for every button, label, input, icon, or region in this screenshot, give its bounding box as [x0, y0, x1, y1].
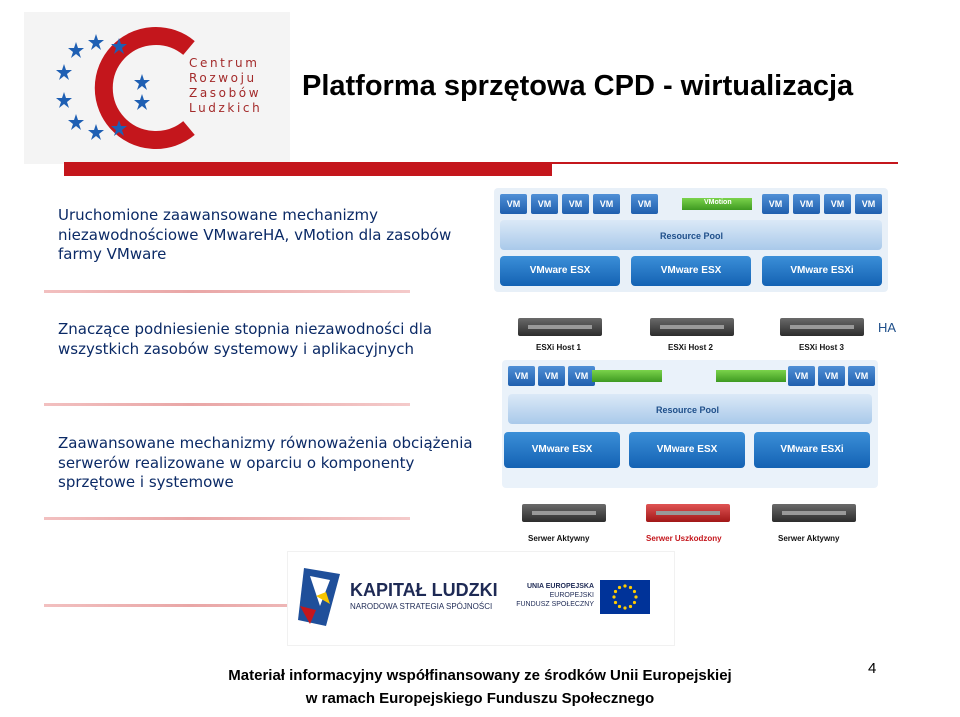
kapital-ludzki-logo-icon: [296, 566, 346, 628]
vm-icon: VM: [855, 194, 882, 214]
vm-icon: VM: [631, 194, 658, 214]
separator-1: [44, 290, 410, 293]
footer-line-1: Materiał informacyjny współfinansowany z…: [140, 664, 820, 687]
vm-icon: VM: [538, 366, 565, 386]
vmotion-label: VMotion: [704, 199, 732, 206]
separator-3: [44, 517, 410, 520]
vmotion-diagram: VM VM VM VM VM VMotion VM VM VM VM Resou…: [494, 188, 888, 292]
vm-icon: VM: [848, 366, 875, 386]
server-icon: [772, 504, 856, 522]
ha-diagram: HA ESXi Host 1 ESXi Host 2 ESXi Host 3 V…: [498, 312, 900, 552]
resource-pool-label: Resource Pool: [660, 231, 723, 241]
server-icon: [780, 318, 864, 336]
eu-flag-icon: [600, 580, 650, 614]
server-icon: [522, 504, 606, 522]
vm-icon: VM: [793, 194, 820, 214]
slide-title: Platforma sprzętowa CPD - wirtualizacja: [302, 70, 942, 103]
failover-arrow-right: [716, 370, 786, 382]
kl-subtitle: NARODOWA STRATEGIA SPÓJNOŚCI: [350, 602, 492, 611]
vm-icon: VM: [593, 194, 620, 214]
esx-host-1: VMware ESX: [500, 256, 620, 286]
esx-host-2: VMware ESX: [629, 432, 745, 468]
host-label-3: ESXi Host 3: [799, 343, 844, 352]
host-label-1: ESXi Host 1: [536, 343, 581, 352]
eu-line-2: EUROPEJSKI: [506, 591, 594, 600]
vm-icon: VM: [531, 194, 558, 214]
server-icon: [650, 318, 734, 336]
server-status-2: Serwer Uszkodzony: [646, 534, 722, 543]
vm-icon: VM: [562, 194, 589, 214]
esx-host-2: VMware ESX: [631, 256, 751, 286]
footer-line-2: w ramach Europejskiego Funduszu Społeczn…: [140, 687, 820, 710]
eu-line-1: UNIA EUROPEJSKA: [506, 582, 594, 591]
server-failed-icon: [646, 504, 730, 522]
vm-icon: VM: [762, 194, 789, 214]
vm-icon: VM: [824, 194, 851, 214]
vm-icon: VM: [568, 366, 595, 386]
esx-host-3: VMware ESXi: [762, 256, 882, 286]
host-label-2: ESXi Host 2: [668, 343, 713, 352]
bullet-text-1: Uruchomione zaawansowane mechanizmy niez…: [58, 206, 478, 265]
vm-icon: VM: [500, 194, 527, 214]
esx-host-1: VMware ESX: [504, 432, 620, 468]
eu-text: UNIA EUROPEJSKA EUROPEJSKI FUNDUSZ SPOŁE…: [506, 582, 594, 609]
logo-line-2: Rozwoju: [189, 71, 279, 86]
kl-title: KAPITAŁ LUDZKI: [350, 580, 498, 601]
eu-line-3: FUNDUSZ SPOŁECZNY: [506, 600, 594, 609]
vm-icon: VM: [788, 366, 815, 386]
separator-2: [44, 403, 410, 406]
logo-text: Centrum Rozwoju Zasobów Ludzkich: [189, 56, 279, 116]
vm-icon: VM: [508, 366, 535, 386]
title-underline-thin: [552, 162, 898, 164]
crzl-logo: Centrum Rozwoju Zasobów Ludzkich: [24, 12, 290, 164]
bullet-text-2: Znaczące podniesienie stopnia niezawodno…: [58, 320, 478, 359]
resource-pool-label: Resource Pool: [656, 405, 719, 415]
title-underline-bar: [64, 162, 552, 176]
bullet-text-3: Zaawansowane mechanizmy równoważenia obc…: [58, 434, 478, 493]
footer: Materiał informacyjny współfinansowany z…: [140, 664, 820, 710]
logo-line-4: Ludzkich: [189, 101, 279, 116]
server-status-1: Serwer Aktywny: [528, 534, 590, 543]
funding-banner: KAPITAŁ LUDZKI NARODOWA STRATEGIA SPÓJNO…: [287, 551, 675, 646]
ha-cluster: VM VM VM VM VM VM Resource Pool VMware E…: [502, 360, 878, 488]
vm-icon: VM: [818, 366, 845, 386]
failover-arrow-left: [592, 370, 662, 382]
logo-line-1: Centrum: [189, 56, 279, 71]
server-status-3: Serwer Aktywny: [778, 534, 840, 543]
server-icon: [518, 318, 602, 336]
logo-line-3: Zasobów: [189, 86, 279, 101]
page-number: 4: [868, 660, 876, 677]
ha-label: HA: [878, 320, 896, 335]
esx-host-3: VMware ESXi: [754, 432, 870, 468]
